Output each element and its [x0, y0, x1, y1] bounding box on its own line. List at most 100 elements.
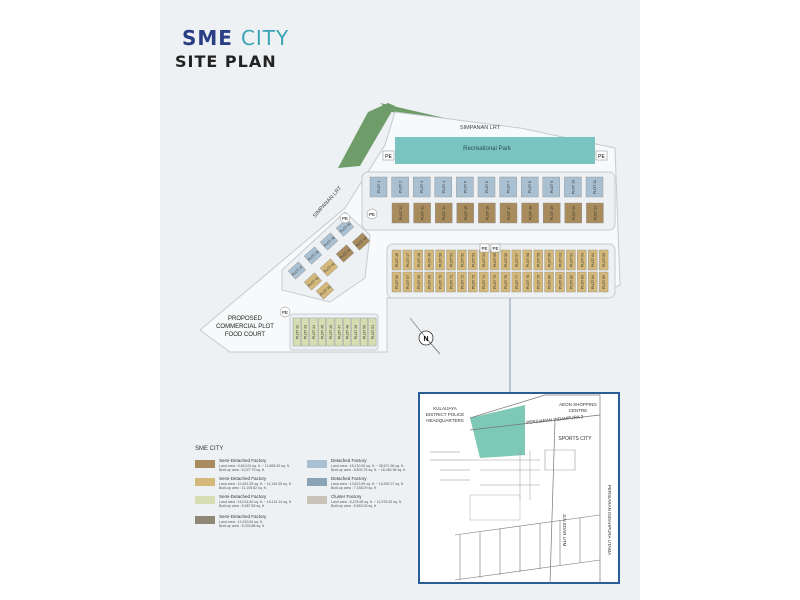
legend-land-area: Land area : 9,810.00 sq. ft. ~ 11,865.00…	[219, 464, 290, 468]
plot-plot-41	[303, 272, 323, 291]
plot-plot-75	[489, 271, 500, 293]
plot-label: PLOT 3	[420, 181, 424, 193]
plot-plot-50	[360, 317, 368, 347]
plot-label: PLOT 76	[504, 275, 508, 289]
plot-label: PLOT 65	[602, 253, 606, 267]
plot-plot-47	[402, 249, 413, 271]
plot-plot-63	[577, 249, 587, 271]
svg-text:PE: PE	[492, 246, 498, 251]
plot-plot-69	[424, 271, 434, 293]
svg-text:PE: PE	[598, 154, 605, 160]
legend-builtup-area: Built-up area : 6,333.88 sq. ft.	[219, 524, 265, 528]
plot-plot-42	[319, 258, 339, 277]
plot-plot-49	[351, 317, 360, 347]
plot-plot-10	[564, 176, 582, 198]
plot-plot-2	[391, 176, 409, 198]
plot-label: PLOT 2	[399, 181, 403, 193]
plot-label: PLOT 58	[526, 253, 530, 267]
legend-builtup-area: Built-up area : 5,027.75 sq. ft.	[219, 468, 265, 472]
legend-land-area: Land area : 16,014.84 sq. ft. ~ 18,141.1…	[219, 500, 292, 504]
plot-plot-49	[424, 249, 434, 271]
legend-swatch	[195, 516, 215, 524]
legend-land-area: Land area : 8,478.98 sq. ft. ~ 11,978.05…	[331, 500, 402, 504]
inset-aeon-1: AEON SHOPPING	[559, 402, 597, 407]
plot-plot-79	[533, 271, 543, 293]
plot-label: PLOT 77	[515, 275, 519, 289]
plot-plot-62	[566, 249, 576, 271]
plot-plot-45	[315, 281, 335, 300]
plot-plot-76	[500, 271, 511, 293]
inset-persiaran: PERSIARAN INDAHPURA 2	[526, 414, 584, 425]
plot-plot-60	[544, 249, 554, 271]
plot-label: PLOT 49	[428, 253, 432, 267]
plot-label: PLOT 66	[395, 275, 399, 289]
north-arrow: N	[409, 317, 441, 355]
plot-label: PLOT 53	[471, 253, 475, 267]
plot-label: PLOT 67	[406, 275, 410, 289]
pe-marker: PE	[339, 212, 351, 224]
plot-plot-46	[391, 249, 402, 271]
plot-plot-57	[511, 249, 522, 271]
plot-label: PLOT 63	[580, 253, 584, 267]
plot-label: PLOT 69	[428, 275, 432, 289]
legend-builtup-area: Built-up area : 5,987.55 sq. ft.	[219, 504, 265, 508]
plot-plot-45	[318, 317, 326, 347]
plot-label: PLOT 75	[493, 275, 497, 289]
recreational-park	[395, 137, 595, 164]
legend-name: Cluster Factory	[331, 494, 362, 499]
legend-builtup-area: Built-up area : 11,109.82 sq. ft.	[219, 486, 267, 490]
legend-item: Semi-Detached Factory Land area : 9,810.0…	[195, 458, 300, 480]
plot-label: PLOT 47	[337, 325, 341, 339]
plot-label: PLOT 49	[354, 325, 358, 339]
plot-plot-43	[335, 244, 355, 263]
plot-plot-72	[457, 271, 467, 293]
plot-label: PLOT 6	[485, 181, 489, 193]
legend-swatch	[195, 460, 215, 468]
plot-plot-14	[435, 202, 453, 224]
plot-label: PLOT 15	[464, 206, 468, 220]
plot-label: PLOT 56	[504, 253, 508, 267]
plot-plot-82	[566, 271, 576, 293]
plot-plot-8	[521, 176, 539, 198]
legend-land-area: Land area : 18,130.00 sq. ft. ~ 28,671.5…	[331, 464, 404, 468]
commercial-label-3: FOOD COURT	[225, 332, 266, 338]
plot-label: PLOT 72	[460, 275, 464, 289]
plot-label: PLOT 70	[439, 275, 443, 289]
plot-label: PLOT 73	[471, 275, 475, 289]
legend-name: Detached Factory	[331, 476, 367, 481]
plot-label: PLOT 54	[482, 253, 486, 267]
plot-plot-74	[479, 271, 489, 293]
plot-plot-65	[598, 249, 609, 271]
simpanan-lrt-label: SIMPANAN LRT	[460, 125, 501, 131]
plot-plot-61	[555, 249, 565, 271]
plot-plot-66	[391, 271, 402, 293]
svg-text:PE: PE	[369, 212, 375, 217]
pe-marker: PE	[595, 150, 608, 161]
plot-label: PLOT 8	[528, 181, 532, 193]
plot-plot-5	[456, 176, 474, 198]
plot-label: PLOT 61	[559, 253, 563, 267]
legend-name: Semi-Detached Factory	[219, 476, 267, 481]
plot-label: PLOT 7	[507, 181, 511, 193]
plot-plot-83	[577, 271, 587, 293]
plot-plot-12	[391, 202, 410, 224]
plot-label: PLOT 51	[371, 325, 375, 339]
plot-plot-17	[499, 202, 518, 224]
legend-name: Detached Factory	[331, 458, 367, 463]
plot-label: PLOT 48	[417, 253, 421, 267]
pe-marker: PE	[279, 306, 291, 318]
plot-label: PLOT 85	[602, 275, 606, 289]
inset-edar: JLN EDAR UTM	[562, 514, 567, 547]
plot-plot-51	[446, 249, 456, 271]
plot-plot-47	[334, 317, 343, 347]
plot-plot-43	[301, 317, 310, 347]
pe-marker: PE	[366, 208, 378, 220]
plot-plot-59	[533, 249, 543, 271]
plot-label: PLOT 47	[406, 253, 410, 267]
plot-label: PLOT 4	[442, 181, 446, 193]
